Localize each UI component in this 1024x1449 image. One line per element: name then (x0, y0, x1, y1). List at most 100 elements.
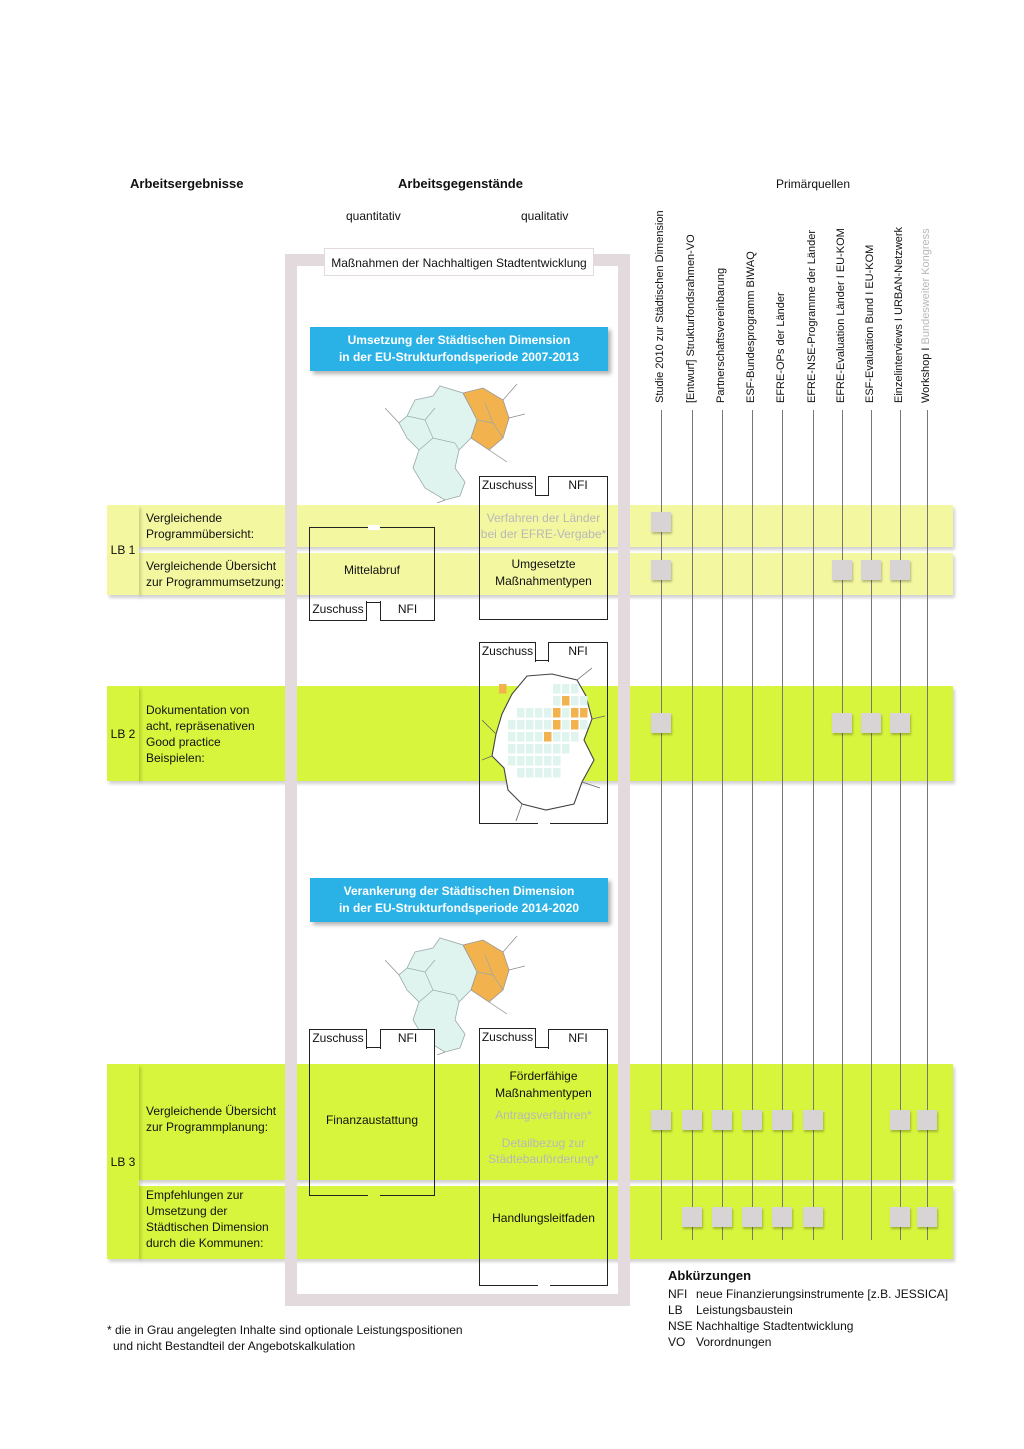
banner-2007-line-2: in der EU-Strukturfondsperiode 2007-2013 (338, 350, 580, 364)
map-2-cell-3-8 (562, 720, 570, 730)
map-2-cell-3-3 (517, 720, 525, 730)
source-line-4 (752, 410, 753, 1240)
header-arbeitsergebnisse: Arbeitsergebnisse (130, 176, 244, 191)
row-2-line-2: zur Programmumsetzung: (146, 575, 285, 589)
footnote-line-1: * die in Grau angelegten Inhalte sind op… (107, 1323, 463, 1337)
antragsverfahren-label: Antragsverfahren* (495, 1108, 592, 1122)
map-3-east (462, 939, 510, 1003)
source-mark-r4-s3 (712, 1110, 732, 1130)
source-mark-r5-s4 (742, 1207, 762, 1227)
tab-zuschuss-m: Zuschuss (309, 601, 367, 621)
source-label-text-6: EFRE-NSE-Programme der Länder (806, 229, 818, 403)
source-label-text-7: EFRE-Evaluation Länder I EU-KOM (835, 228, 847, 403)
umgesetzte-label: Umgesetzte Maßnahmentypen (479, 556, 608, 590)
source-label-7: EFRE-Evaluation Länder I EU-KOM (835, 228, 847, 403)
abbr-nse: NSE (668, 1319, 693, 1333)
footnote-line-2: und nicht Bestandteil der Angebotskalkul… (113, 1339, 356, 1353)
map-2-cell-4-5 (535, 732, 543, 742)
mittelabruf-label: Mittelabruf (343, 563, 401, 577)
map-2-cell-7-6 (544, 768, 552, 778)
row-3-line-4: Beispielen: (146, 751, 205, 765)
map-1-west (398, 385, 478, 501)
source-line-1 (661, 410, 662, 1240)
map-2-cell-3-7 (553, 720, 561, 730)
source-mark-r2-s8 (861, 560, 881, 580)
source-label-text-1: Studie 2010 zur Städtischen Dimension (654, 210, 666, 403)
source-mark-r4-s1 (651, 1110, 671, 1130)
source-mark-r2-s7 (832, 560, 852, 580)
row-5-line-2: Umsetzung der (146, 1204, 228, 1218)
map-1-borders (406, 402, 504, 451)
lb2-box-gap (538, 820, 550, 826)
map-2-cell-4-3 (517, 732, 525, 742)
map-2-cell-2-4 (526, 708, 534, 718)
germany-map-1 (385, 383, 525, 503)
qual-box-1 (479, 495, 608, 620)
header-primaerquellen: Primärquellen (776, 177, 851, 191)
detailbezug-label: Detailbezug zur Städtebauförderung* (479, 1135, 608, 1167)
source-mark-r5-s5 (772, 1207, 792, 1227)
source-mark-r5-s6 (803, 1207, 823, 1227)
verfahren-line-1: Verfahren der Länder (486, 511, 601, 525)
finanz-bottom-gap (368, 1193, 380, 1198)
abbr-nfi: NFI (668, 1287, 688, 1301)
map-2-cell-0-7 (553, 684, 561, 694)
map-1-surround (385, 383, 525, 503)
row-2-line-1: Vergleichende Übersicht (146, 559, 277, 573)
row-5-line-4: durch die Kommunen: (146, 1236, 264, 1250)
header-qualitativ: qualitativ (521, 209, 569, 223)
source-line-2 (692, 410, 693, 1240)
foerderfaehige-line-1: Förderfähige (509, 1069, 578, 1083)
row-3-line-3: Good practice (146, 735, 221, 749)
source-label-9: Einzelinterviews I URBAN-Netzwerk (893, 227, 905, 403)
row-3-line-1: Dokumentation von (146, 703, 250, 717)
map-2-cell-7-5 (535, 768, 543, 778)
source-mark-r3-s9 (890, 713, 910, 733)
map-2-cell-6-4 (526, 756, 534, 766)
source-line-3 (722, 410, 723, 1240)
map-2-cell-4-2 (508, 732, 516, 742)
source-line-6 (813, 410, 814, 1240)
map-2-cell-4-4 (526, 732, 534, 742)
map-2-cell-6-7 (553, 756, 561, 766)
map-2-cell-3-4 (526, 720, 534, 730)
source-label-text-9: Einzelinterviews I URBAN-Netzwerk (893, 226, 905, 403)
lb3-box-gap (538, 1282, 550, 1288)
map-2-cell-2-3 (517, 708, 525, 718)
row-4-line-2: zur Programmplanung: (146, 1120, 269, 1134)
tab-nfi-q1: NFI (548, 476, 608, 496)
map-2-cell-4-8 (562, 732, 570, 742)
map-2-cell-4-7 (553, 732, 561, 742)
tab-nfi-lb3: NFI (548, 1029, 608, 1049)
source-mark-r4-s2 (682, 1110, 702, 1130)
map-2-cell-1-8 (562, 696, 570, 706)
source-label-4: ESF-Bundesprogramm BIWAQ (745, 251, 757, 403)
source-mark-r4-s6 (803, 1110, 823, 1130)
source-label-text-4: ESF-Bundesprogramm BIWAQ (745, 251, 757, 403)
source-label-1: Studie 2010 zur Städtischen Dimension (654, 210, 666, 403)
tab-nfi-m: NFI (380, 601, 435, 621)
map-2-cell-3-9 (571, 720, 579, 730)
tab-zuschuss-q1: Zuschuss (479, 476, 536, 496)
map-2-cell-3-5 (535, 720, 543, 730)
germany-map-3 (385, 935, 525, 1055)
source-label-text-3: Partnerschaftsvereinbarung (715, 267, 727, 403)
mittelabruf-top-gap (368, 525, 380, 530)
foerderfaehige-line-2: Maßnahmentypen (495, 1086, 592, 1100)
umgesetzte-line-2: Maßnahmentypen (495, 574, 592, 588)
map-2-cell-6-3 (517, 756, 525, 766)
row-3-text: Dokumentation von acht, repräsenativen G… (146, 702, 255, 766)
source-line-8 (871, 410, 872, 1240)
source-mark-r2-s9 (890, 560, 910, 580)
map-2-cell-4-6 (544, 732, 552, 742)
map-2-cell-0-8 (562, 684, 570, 694)
source-label-8: ESF-Evaluation Bund I EU-KOM (864, 245, 876, 403)
band-row-1 (138, 505, 953, 547)
source-label-text-8: ESF-Evaluation Bund I EU-KOM (864, 244, 876, 403)
map-2-cell-6-5 (535, 756, 543, 766)
germany-map-2 (482, 667, 605, 821)
source-mark-r5-s9 (890, 1207, 910, 1227)
